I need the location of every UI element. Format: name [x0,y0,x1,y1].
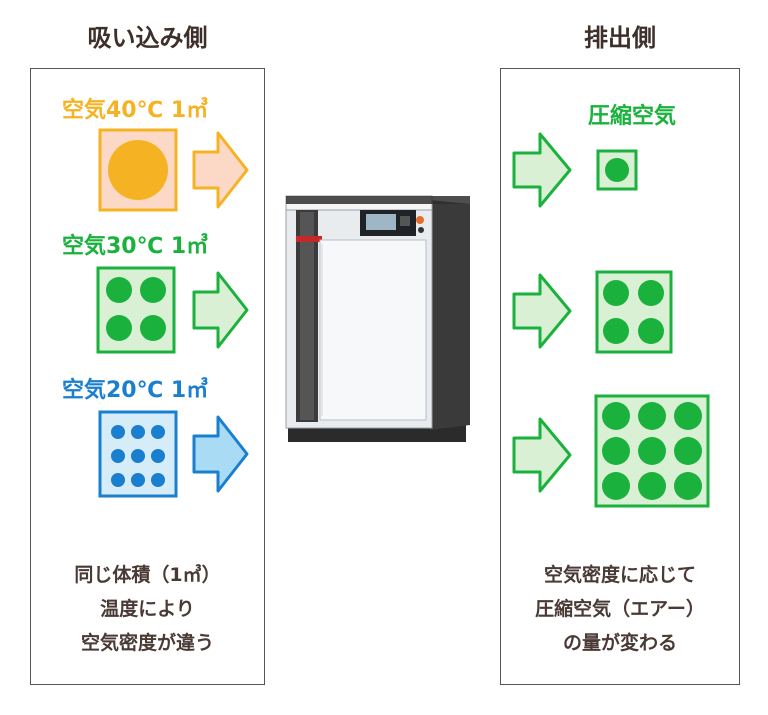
right-arrow-icon [192,415,249,493]
outlet-caption: 空気密度に応じて 圧縮空気（エアー） の量が変わる [500,558,740,660]
right-arrow-icon [512,417,572,493]
right-arrow-icon [512,132,572,208]
outlet-caption-line-1: 空気密度に応じて [543,564,696,586]
right-arrow-icon [512,273,572,349]
intake-heading: 吸い込み側 [87,24,208,52]
outlet-box-9 [594,394,710,508]
intake-caption-line-1: 同じ体積（1㎥） [74,564,221,586]
intake-label-30: 空気30℃ 1㎥ [62,234,209,259]
outlet-box-1 [596,149,638,191]
outlet-box-4 [595,270,673,354]
air-particles-icon [108,140,168,200]
outlet-heading: 排出側 [584,24,656,52]
right-arrow-icon [192,271,249,349]
intake-box-20 [98,410,178,498]
intake-caption: 同じ体積（1㎥） 温度により 空気密度が違う [30,558,265,660]
outlet-caption-line-2: 圧縮空気（エアー） [535,598,705,620]
intake-label-20: 空気20℃ 1㎥ [62,378,209,403]
outlet-caption-line-3: の量が変わる [562,632,677,654]
air-particles-icon [605,158,629,182]
outlet-label: 圧縮空気 [588,104,677,129]
right-arrow-icon [192,131,249,209]
intake-label-40: 空気40℃ 1㎥ [62,98,209,123]
intake-caption-line-2: 温度により [100,598,195,620]
intake-caption-line-3: 空気密度が違う [80,632,214,654]
intake-box-30 [96,266,176,354]
intake-box-40 [98,128,178,212]
